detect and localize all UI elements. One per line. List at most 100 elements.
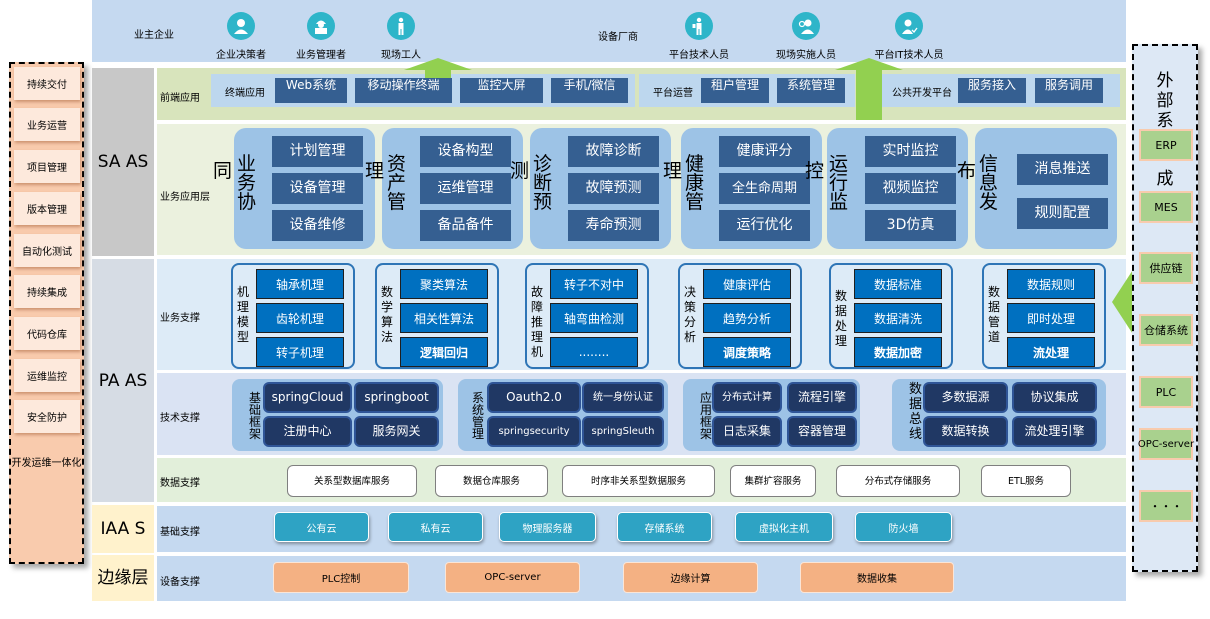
business-app-button[interactable]: 运行优化 [719, 210, 810, 241]
business-app-button[interactable]: 视频监控 [865, 173, 956, 204]
user-role: 平台IT技术人员 [864, 12, 954, 61]
external-system-item[interactable]: ・・・ [1139, 490, 1193, 522]
device-button[interactable]: PLC控制 [273, 562, 409, 593]
tech-button[interactable]: springCloud [263, 382, 352, 413]
devops-item[interactable]: 自动化测试 [14, 234, 80, 267]
business-app-button[interactable]: 运维管理 [420, 173, 511, 204]
device-button[interactable]: OPC-server [445, 562, 580, 593]
tech-button[interactable]: springSleuth [582, 416, 664, 447]
frontend-button[interactable]: 系统管理 [777, 78, 845, 103]
support-button[interactable]: 轴承机理 [256, 269, 344, 299]
data-support-row: 数据支撑 关系型数据库服务 数据仓库服务 时序非关系型数据服务 集群扩容服务 分… [157, 458, 1126, 502]
business-app-button[interactable]: 设备构型 [420, 136, 511, 167]
support-button[interactable]: 数据加密 [854, 337, 942, 367]
business-app-button[interactable]: 健康评分 [719, 136, 810, 167]
tech-button[interactable]: 流处理引擎 [1012, 416, 1097, 447]
external-system-item[interactable]: ERP [1139, 129, 1193, 161]
tech-button[interactable]: 协议集成 [1012, 382, 1097, 413]
frontend-button[interactable]: Web系统 [275, 78, 347, 103]
support-button[interactable]: 转子机理 [256, 337, 344, 367]
business-app-group: 理 健康管 健康评分 全生命周期 运行优化 [663, 128, 822, 249]
devops-item[interactable]: 代码仓库 [14, 317, 80, 350]
infra-button[interactable]: 虚拟化主机 [735, 512, 833, 542]
device-button[interactable]: 边缘计算 [623, 562, 758, 593]
business-app-button[interactable]: 实时监控 [865, 136, 956, 167]
tech-button[interactable]: Oauth2.0 [487, 382, 581, 413]
infra-button[interactable]: 私有云 [388, 512, 483, 542]
devops-item[interactable]: 持续集成 [14, 275, 80, 308]
data-service-box[interactable]: 关系型数据库服务 [287, 465, 417, 497]
business-app-button[interactable]: 寿命预测 [568, 210, 659, 241]
support-button[interactable]: 数据清洗 [854, 303, 942, 333]
frontend-button[interactable]: 手机/微信 [551, 78, 628, 103]
support-button[interactable]: 相关性算法 [400, 303, 488, 333]
frontend-button[interactable]: 移动操作终端 [355, 78, 452, 103]
support-button[interactable]: 健康评估 [703, 269, 791, 299]
business-app-row: 业务应用层 同 业务协 计划管理 设备管理 设备维修 理 资产管 设备构型 运维… [157, 124, 1126, 255]
tech-button[interactable]: 服务网关 [354, 416, 439, 447]
external-system-item[interactable]: 仓储系统 [1139, 314, 1193, 346]
support-button[interactable]: 数据标准 [854, 269, 942, 299]
data-service-box[interactable]: ETL服务 [981, 465, 1071, 497]
frontend-button[interactable]: 服务调用 [1035, 78, 1103, 103]
external-system-item[interactable]: OPC-server [1138, 428, 1194, 460]
business-app-button[interactable]: 计划管理 [272, 136, 363, 167]
external-system-item[interactable]: 供应链 [1139, 252, 1193, 284]
frontend-button[interactable]: 服务接入 [958, 78, 1026, 103]
business-support-group: 数据管道 数据规则 即时处理 流处理 [982, 263, 1106, 369]
business-app-button[interactable]: 消息推送 [1017, 154, 1108, 185]
support-button[interactable]: 转子不对中 [550, 269, 638, 299]
business-support-group: 数据处理 数据标准 数据清洗 数据加密 [829, 263, 953, 369]
business-app-button[interactable]: 备品备件 [420, 210, 511, 241]
devops-item[interactable]: 项目管理 [14, 150, 80, 183]
infra-button[interactable]: 防火墙 [855, 512, 952, 542]
infra-button[interactable]: 公有云 [274, 512, 369, 542]
data-service-box[interactable]: 集群扩容服务 [730, 465, 816, 497]
business-app-button[interactable]: 规则配置 [1017, 198, 1108, 229]
tech-button[interactable]: springsecurity [487, 416, 581, 447]
tech-button[interactable]: 数据转换 [923, 416, 1008, 447]
business-app-button[interactable]: 故障诊断 [568, 136, 659, 167]
support-button[interactable]: 调度策略 [703, 337, 791, 367]
tech-button[interactable]: 分布式计算 [712, 382, 782, 413]
tech-button[interactable]: 容器管理 [787, 416, 857, 447]
support-button[interactable]: 即时处理 [1007, 303, 1095, 333]
external-system-item[interactable]: PLC [1139, 376, 1193, 408]
device-button[interactable]: 数据收集 [800, 562, 954, 593]
data-service-box[interactable]: 分布式存储服务 [836, 465, 960, 497]
business-app-button[interactable]: 全生命周期 [719, 173, 810, 204]
support-button[interactable]: 聚类算法 [400, 269, 488, 299]
devops-item[interactable]: 版本管理 [14, 192, 80, 225]
vendor-label: 设备厂商 [598, 32, 638, 43]
support-button[interactable]: 轴弯曲检测 [550, 303, 638, 333]
frontend-button[interactable]: 租户管理 [701, 78, 769, 103]
support-button[interactable]: ........ [550, 337, 638, 367]
devops-item[interactable]: 安全防护 [14, 400, 80, 433]
support-button[interactable]: 流处理 [1007, 337, 1095, 367]
devops-item[interactable]: 运维监控 [14, 359, 80, 392]
tech-button[interactable]: 流程引擎 [787, 382, 857, 413]
tech-button[interactable]: 多数据源 [923, 382, 1008, 413]
data-service-box[interactable]: 数据仓库服务 [435, 465, 548, 497]
support-button[interactable]: 逻辑回归 [400, 337, 488, 367]
devops-item[interactable]: 业务运营 [14, 108, 80, 141]
row-label: 业务应用层 [160, 192, 210, 203]
data-service-box[interactable]: 时序非关系型数据服务 [562, 465, 715, 497]
business-app-button[interactable]: 设备管理 [272, 173, 363, 204]
devops-item[interactable]: 持续交付 [14, 67, 80, 100]
frontend-button[interactable]: 监控大屏 [460, 78, 543, 103]
external-title-char: 外 [1156, 71, 1174, 91]
business-app-button[interactable]: 3D仿真 [865, 210, 956, 241]
support-button[interactable]: 数据规则 [1007, 269, 1095, 299]
tech-button[interactable]: springboot [354, 382, 439, 413]
external-system-item[interactable]: MES [1139, 191, 1193, 223]
business-app-button[interactable]: 设备维修 [272, 210, 363, 241]
tech-button[interactable]: 日志采集 [712, 416, 782, 447]
support-button[interactable]: 齿轮机理 [256, 303, 344, 333]
business-app-button[interactable]: 故障预测 [568, 173, 659, 204]
infra-button[interactable]: 存储系统 [617, 512, 712, 542]
support-button[interactable]: 趋势分析 [703, 303, 791, 333]
tech-button[interactable]: 注册中心 [263, 416, 352, 447]
infra-button[interactable]: 物理服务器 [499, 512, 596, 542]
tech-button[interactable]: 统一身份认证 [582, 382, 664, 413]
